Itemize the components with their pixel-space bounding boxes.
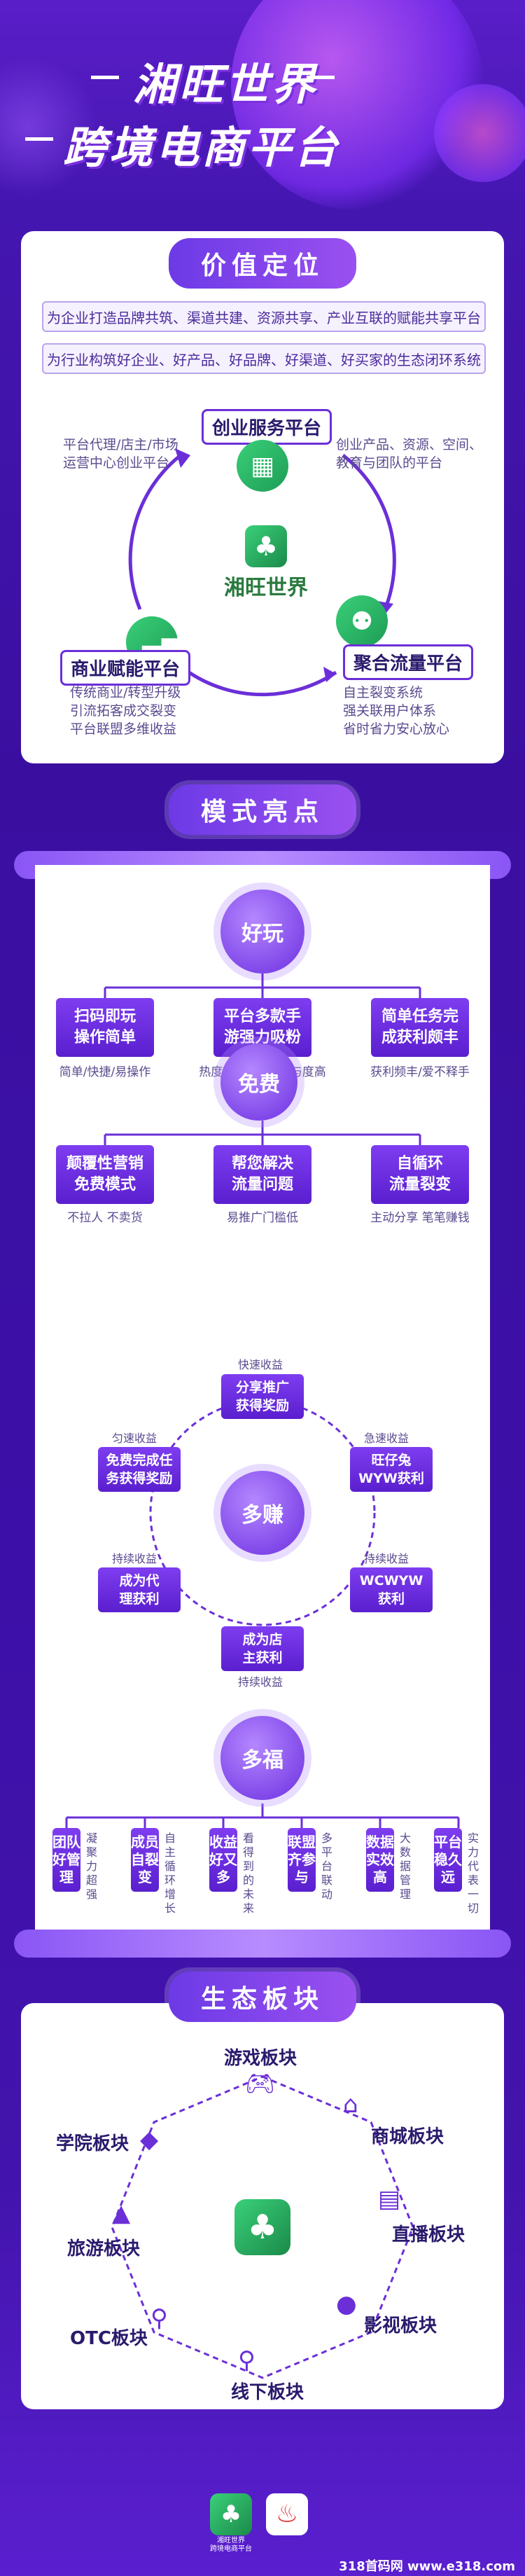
earn-box-1: 分享推广 获得奖励 bbox=[221, 1374, 304, 1419]
footer-logo-1: ♣ bbox=[210, 2493, 252, 2535]
footer-logo-2: ♨ bbox=[266, 2493, 308, 2535]
desc-top-right: 创业产品、资源、空间、 教育与团队的平台 bbox=[336, 437, 483, 471]
magnifier-icon: ⚲ bbox=[150, 2304, 168, 2332]
mode-scroll-bottom bbox=[14, 1930, 511, 1958]
free-sub-3: 主动分享 笔笔赚钱 bbox=[370, 1211, 470, 1225]
title-line1: 湘旺世界 bbox=[133, 59, 318, 110]
blessing-item-1: 团队好管理 bbox=[52, 1828, 80, 1892]
people-icon: ⚉ bbox=[336, 595, 388, 647]
title-dash-3 bbox=[25, 137, 53, 141]
title-dash-2 bbox=[307, 76, 335, 79]
tent-icon: ▲ bbox=[112, 2199, 131, 2227]
desc-top-left: 平台代理/店主/市场 运营中心创业平台 bbox=[63, 437, 178, 471]
footer-watermark: 318首码网 www.e318.com bbox=[339, 2559, 515, 2574]
value-banner-2: 为行业构筑好企业、好产品、好品牌、好渠道、好买家的生态闭环系统 bbox=[42, 343, 486, 374]
camera-icon: ● bbox=[336, 2290, 357, 2318]
blessing-sub-3: 看得到的未来 bbox=[242, 1831, 254, 1915]
grid-icon: ▦ bbox=[237, 440, 288, 492]
earn-circle: 多赚 bbox=[220, 1471, 304, 1555]
blessing-item-6: 平台稳久远 bbox=[434, 1828, 462, 1892]
fun-sub-1: 简单/快捷/易操作 bbox=[59, 1065, 151, 1079]
fun-sub-3: 获利频丰/爱不释手 bbox=[370, 1065, 470, 1079]
value-banner-1: 为企业打造品牌共筑、渠道共建、资源共享、产业互联的赋能共享平台 bbox=[42, 301, 486, 332]
free-circle: 免费 bbox=[220, 1044, 298, 1121]
eco-center-logo-icon: ♣ bbox=[234, 2199, 290, 2255]
earn-box-3: WCWYW 获利 bbox=[350, 1567, 433, 1612]
blessing-item-5: 数据实效高 bbox=[366, 1828, 394, 1892]
eco-node-game: 游戏板块 bbox=[224, 2048, 298, 2069]
value-banner-2-text: 为行业构筑好企业、好产品、好品牌、好渠道、好买家的生态闭环系统 bbox=[47, 352, 481, 368]
earn-tag-3: 持续收益 bbox=[364, 1552, 410, 1565]
earn-box-2: 旺仔兔 WYW获利 bbox=[350, 1447, 433, 1492]
earn-tag-5: 持续收益 bbox=[112, 1552, 158, 1565]
clapper-icon: ▤ bbox=[378, 2185, 401, 2213]
free-item-2: 帮您解决 流量问题 bbox=[214, 1145, 312, 1204]
leaf-logo-icon: ♣ bbox=[245, 525, 287, 567]
earn-tag-2: 急速收益 bbox=[364, 1432, 410, 1445]
earn-tag-1: 快速收益 bbox=[238, 1358, 284, 1371]
eco-node-offline: 线下板块 bbox=[231, 2382, 304, 2403]
platform-business-empower: 商业赋能平台 bbox=[60, 650, 191, 686]
blessing-item-4: 联盟齐参与 bbox=[288, 1828, 316, 1892]
gamepad-icon: 🎮︎ bbox=[245, 2070, 276, 2098]
mode-section-title: 模式亮点 bbox=[168, 784, 357, 835]
blessing-item-3: 收益好又多 bbox=[209, 1828, 237, 1892]
blessing-item-2: 成员自裂变 bbox=[131, 1828, 159, 1892]
earn-tag-6: 匀速收益 bbox=[112, 1432, 158, 1445]
blessing-sub-4: 多平台联动 bbox=[321, 1831, 332, 1901]
blessing-sub-5: 大数据管理 bbox=[399, 1831, 411, 1901]
title-line2: 跨境电商平台 bbox=[63, 122, 341, 173]
free-sub-1: 不拉人 不卖货 bbox=[67, 1211, 143, 1225]
decor-orb-large bbox=[231, 0, 483, 210]
blessing-sub-1: 凝聚力超强 bbox=[85, 1831, 97, 1901]
value-section-title: 价值定位 bbox=[168, 238, 357, 289]
title-dash-1 bbox=[91, 76, 119, 79]
blessing-circle: 多福 bbox=[220, 1716, 304, 1800]
free-item-3: 自循环 流量裂变 bbox=[371, 1145, 469, 1204]
blessing-sub-2: 自主循环增长 bbox=[164, 1831, 176, 1915]
earn-box-4: 成为店 主获利 bbox=[221, 1626, 304, 1671]
eco-node-travel: 旅游板块 bbox=[67, 2238, 141, 2259]
earn-tag-4: 持续收益 bbox=[238, 1675, 284, 1689]
free-sub-2: 易推广门槛低 bbox=[227, 1211, 298, 1225]
center-logo: ♣ 湘旺世界 bbox=[210, 525, 322, 609]
eco-node-mall: 商城板块 bbox=[371, 2126, 444, 2147]
platform-traffic-aggregate: 聚合流量平台 bbox=[343, 644, 474, 680]
eco-node-otc: OTC板块 bbox=[70, 2328, 148, 2349]
eco-node-film: 影视板块 bbox=[364, 2315, 438, 2336]
center-logo-text: 湘旺世界 bbox=[224, 576, 308, 600]
fun-item-1: 扫码即玩 操作简单 bbox=[56, 998, 154, 1057]
fun-item-2: 平台多款手 游强力吸粉 bbox=[214, 998, 312, 1057]
eco-node-academy: 学院板块 bbox=[56, 2133, 130, 2154]
house-icon: ⌂ bbox=[343, 2091, 358, 2119]
fun-circle: 好玩 bbox=[220, 889, 304, 974]
value-banner-1-text: 为企业打造品牌共筑、渠道共建、资源共享、产业互联的赋能共享平台 bbox=[47, 310, 481, 326]
eco-section-title: 生态板块 bbox=[168, 1972, 357, 2022]
decor-orb-small bbox=[434, 84, 525, 182]
pin-icon: ⚲ bbox=[238, 2346, 255, 2374]
fun-item-3: 简单任务完 成获利颇丰 bbox=[371, 998, 469, 1057]
free-item-1: 颠覆性营销 免费模式 bbox=[56, 1145, 154, 1204]
graduation-icon: ◆ bbox=[140, 2126, 159, 2154]
header: 湘旺世界 跨境电商平台 bbox=[0, 42, 525, 182]
earn-box-6: 免费完成任 务获得奖励 bbox=[98, 1447, 181, 1492]
desc-bottom-left: 传统商业/转型升级 引流拓客成交裂变 平台联盟多维收益 bbox=[70, 685, 181, 737]
blessing-sub-6: 实力代表一切 bbox=[467, 1831, 479, 1915]
eco-node-live: 直播板块 bbox=[392, 2224, 465, 2245]
footer-logo-1-text: 湘旺世界 跨境电商平台 bbox=[210, 2537, 252, 2553]
desc-bottom-right: 自主裂变系统 强关联用户体系 省时省力安心放心 bbox=[343, 685, 450, 737]
value-cycle-arrows bbox=[128, 448, 396, 697]
earn-box-5: 成为代 理获利 bbox=[98, 1567, 181, 1612]
